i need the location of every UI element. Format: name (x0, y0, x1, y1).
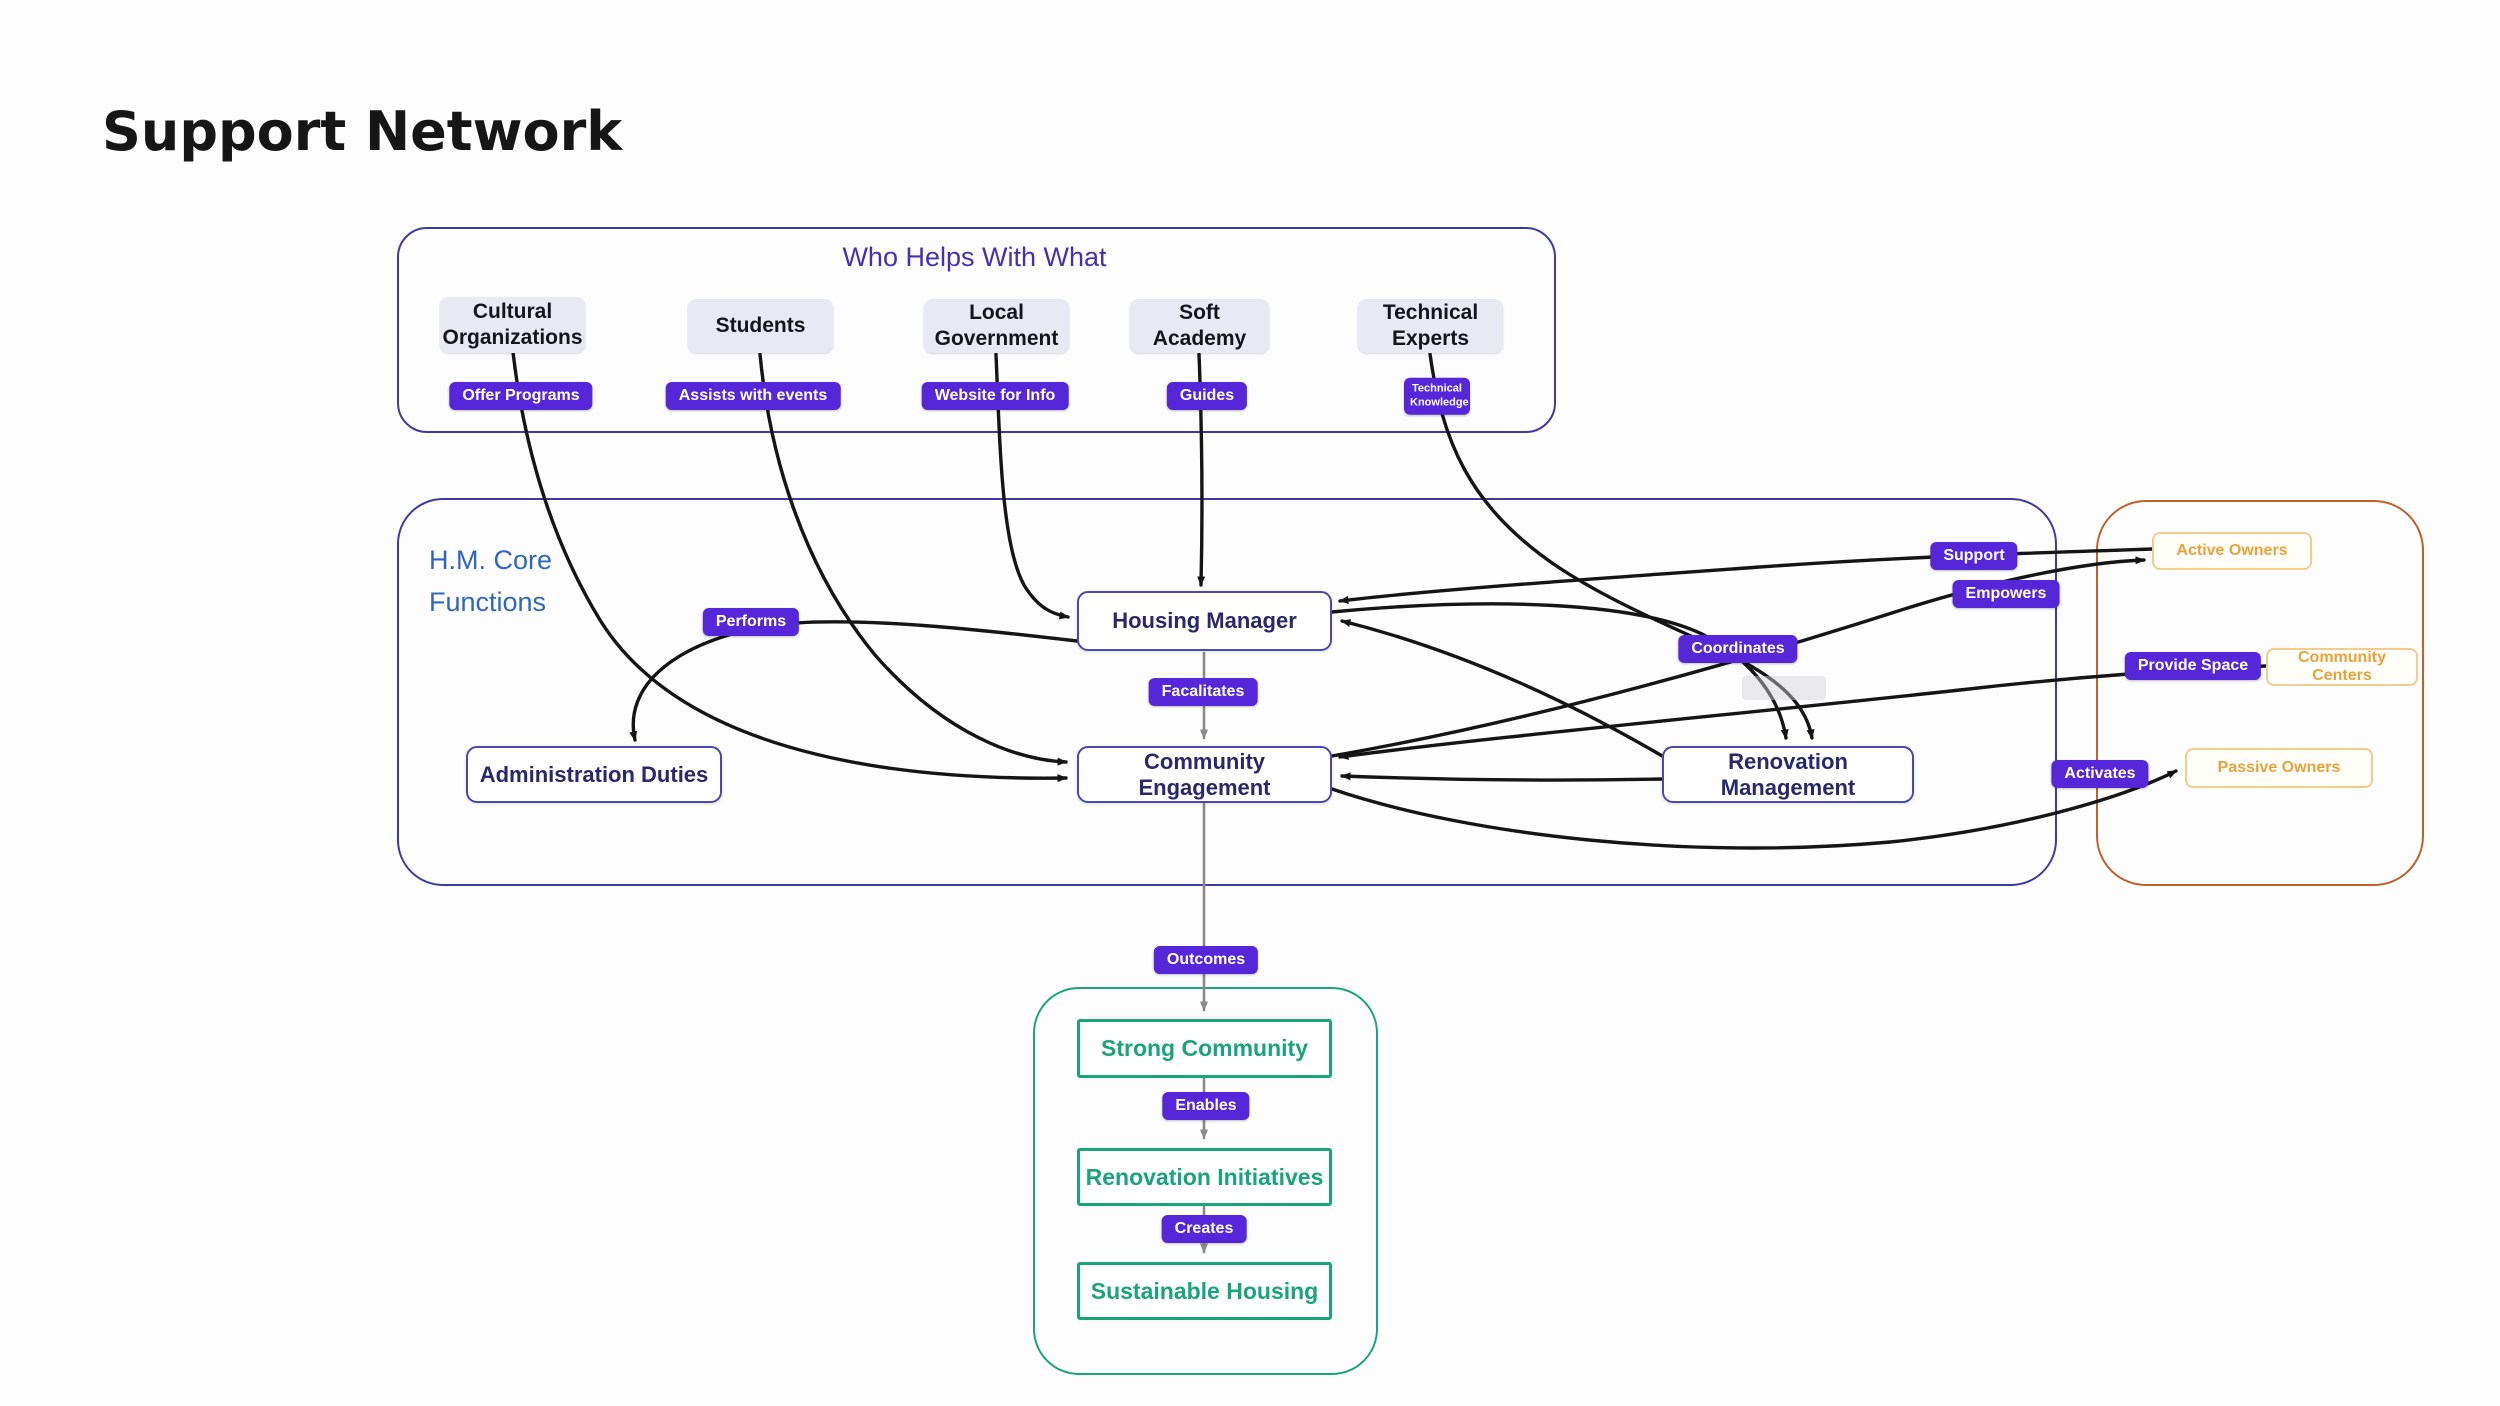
edge-label-coordinates: Coordinates (1678, 635, 1798, 663)
node-renovation-management: Renovation Management (1662, 746, 1914, 803)
edge-label-creates: Creates (1161, 1215, 1247, 1243)
node-active-owners: Active Owners (2152, 532, 2312, 570)
core-functions-container (397, 498, 2057, 886)
who-helps-container (397, 227, 1556, 433)
edge-community-to-passiveowners (1330, 769, 2178, 850)
edge-label-empowers: Empowers (1952, 580, 2060, 608)
page-title: Support Network (102, 100, 623, 163)
edge-renovation-to-community (1340, 772, 1664, 782)
edge-label-outcomes: Outcomes (1153, 946, 1259, 974)
node-soft-academy: Soft Academy (1130, 299, 1269, 353)
node-students: Students (688, 299, 833, 353)
edge-label-guides: Guides (1166, 382, 1248, 410)
edge-label-website-for-info: Website for Info (921, 382, 1069, 410)
node-community-centers: Community Centers (2266, 648, 2418, 686)
edge-renovation-to-housing (1340, 619, 1666, 759)
owners-container (2096, 500, 2424, 886)
edge-cultural-to-community (511, 350, 1068, 783)
core-functions-title-line1: H.M. Core (429, 545, 553, 575)
node-sustainable-housing: Sustainable Housing (1077, 1262, 1332, 1320)
core-functions-title-line2: Functions (429, 586, 547, 617)
edge-label-assists-with-events: Assists with events (665, 382, 841, 410)
outcomes-container (1033, 987, 1378, 1375)
edge-technical-to-renovation (1428, 352, 1815, 740)
node-local-government: Local Government (924, 299, 1069, 353)
node-technical-experts: Technical Experts (1358, 299, 1503, 353)
node-renovation-initiatives: Renovation Initiatives (1077, 1148, 1332, 1206)
node-administration-duties: Administration Duties (466, 746, 722, 803)
edge-label-offer-programs: Offer Programs (449, 382, 593, 410)
edge-housing-to-renovation (1330, 602, 1789, 740)
node-strong-community: Strong Community (1077, 1019, 1332, 1078)
edge-activeowners-to-housing (1338, 547, 2154, 604)
node-community-engagement: Community Engagement (1077, 746, 1332, 803)
edge-label-activates: Activates (2051, 760, 2149, 788)
node-cultural-organizations: Cultural Organizations (440, 297, 585, 353)
edge-label-provide-space: Provide Space (2124, 652, 2262, 680)
edge-localgov-to-housing (994, 352, 1070, 620)
who-helps-title: Who Helps With What (842, 242, 1107, 272)
edge-students-to-community (758, 352, 1068, 766)
edge-label-enables: Enables (1162, 1092, 1250, 1120)
core-functions-title: H.M. Core Functions (429, 540, 552, 624)
node-passive-owners: Passive Owners (2185, 748, 2373, 788)
edge-label-performs: Performs (702, 608, 800, 636)
edge-community-to-activeowners (1330, 556, 2146, 758)
edge-label-support: Support (1930, 542, 2018, 570)
edge-label-facalitates: Facalitates (1148, 678, 1258, 706)
edge-housing-to-administration (629, 620, 1079, 742)
faded-label (1742, 676, 1826, 700)
edge-label-technical-knowledge: Technical Knowledge (1404, 377, 1470, 415)
node-housing-manager: Housing Manager (1077, 591, 1332, 651)
